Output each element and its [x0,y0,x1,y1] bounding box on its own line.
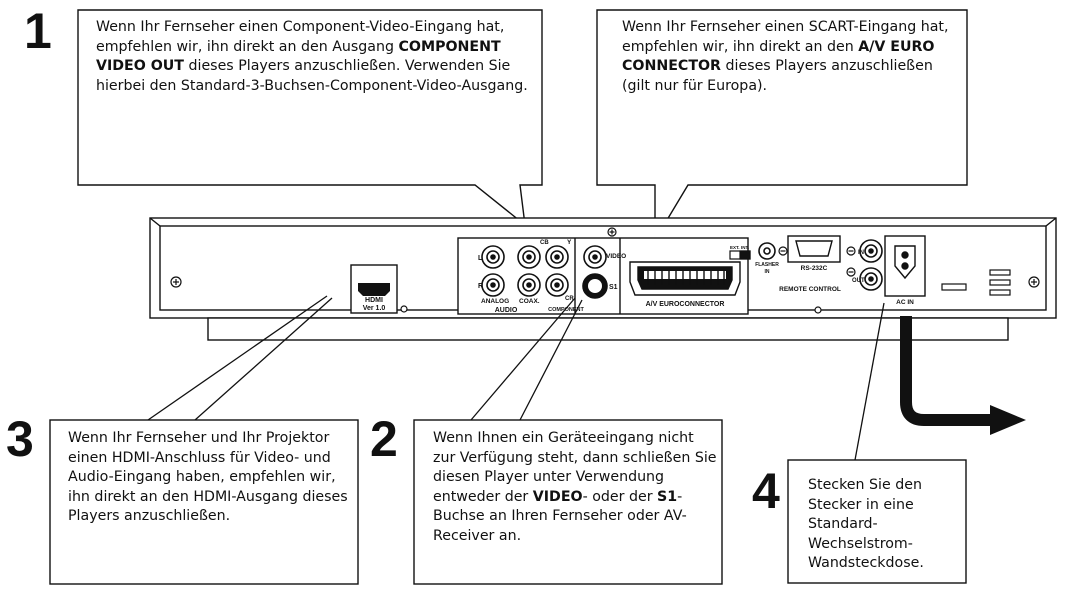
callout-text-scart: Wenn Ihr Fernseher einen SCART-Eingang h… [622,18,952,96]
label-rs232c: RS-232C [801,265,828,272]
callout-text-run: dieses Players anzuschließen (gilt nur f… [622,58,933,94]
label-analog: ANALOG [481,298,509,305]
power-cord [900,316,1026,435]
leader-lines [147,295,885,461]
label-audio-r: R [478,283,483,290]
callout-text-run: COMPONENT VIDEO OUT [96,38,501,75]
callout-text-run: Wenn Ihr Fernseher und Ihr Projektor ein… [68,430,348,525]
hdmi-port-area [350,264,398,314]
callout-box-3-outline [49,419,359,585]
callout-text-3: Wenn Ihr Fernseher und Ihr Projektor ein… [68,429,352,527]
label-int: INT. [741,245,749,250]
label-remote-out: OUT [852,278,865,284]
label-hdmi: HDMI [365,297,383,304]
callout-text-run: - oder der [582,488,658,505]
label-s1: S1 [609,284,618,291]
vent-holes [400,243,1011,314]
callout-text-run: dieses Players anzuschließen. Verwenden … [96,58,528,94]
label-euroconnector: A/V EUROCONNECTOR [646,301,725,308]
step-number-2: 2 [370,411,398,467]
callout-text-1: Wenn Ihr Fernseher einen Component-Video… [96,18,532,96]
label-audio-l: L [478,255,483,262]
ac-in-socket [884,235,926,297]
callout-box-4-outline [787,459,967,584]
label-audio: AUDIO [495,307,518,314]
step-number-3: 3 [6,411,34,467]
label-flasher-in: IN [765,269,770,275]
step-number-4: 4 [752,463,780,519]
label-cr: CR [565,296,574,302]
label-ext: EXT. [730,245,740,250]
callout-text-2: Wenn Ihnen ein Geräteeingang nicht zur V… [433,429,719,547]
label-cb: CB [540,240,549,246]
label-component: COMPONENT [548,307,584,313]
callout-text-4: Stecken Sie den Stecker in eine Standard… [808,476,958,574]
rca-jacks [481,239,883,299]
label-ac-in: AC IN [896,299,914,306]
scart-connector [629,261,741,296]
ext-int-switch [729,250,751,260]
label-hdmi-ver: Ver 1.0 [363,305,386,312]
callout-text-run: A/V EURO CONNECTOR [622,38,935,75]
label-remote-control: REMOTE CONTROL [779,286,841,293]
rs232c-port [787,235,841,263]
step-number-1: 1 [24,3,52,59]
callout-text-run: S1 [657,488,678,505]
callout-box-scart-outline [596,9,968,243]
label-coax: COAX. [519,298,540,305]
callout-text-run: Stecken Sie den Stecker in eine Standard… [808,477,924,572]
callout-text-run: Wenn Ihr Fernseher einen SCART-Eingang h… [622,19,949,55]
label-remote-in: IN [858,250,864,256]
label-flasher: FLASHER [755,262,779,268]
callout-box-1-outline [77,9,543,227]
label-y: Y [567,239,572,246]
callout-text-run: -Buchse an Ihren Fernseher oder AV-Recei… [433,488,687,544]
screw-icons [170,227,1040,288]
callout-text-run: Wenn Ihr Fernseher einen Component-Video… [96,19,505,55]
callout-box-2-outline [413,419,723,585]
callout-text-run: VIDEO [532,488,583,505]
label-video: VIDEO [606,253,626,260]
callout-text-run: Wenn Ihnen ein Geräteeingang nicht zur V… [433,430,717,505]
